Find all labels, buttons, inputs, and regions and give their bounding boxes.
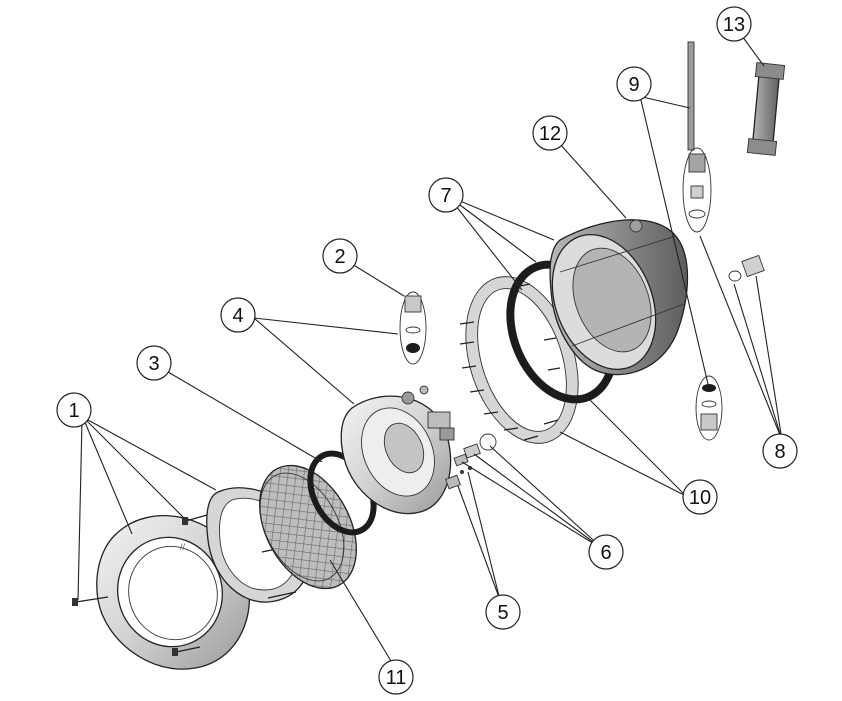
svg-text:12: 12: [539, 123, 561, 145]
callout-7: 7: [428, 177, 464, 213]
svg-text:7: 7: [440, 185, 451, 207]
callout-6: 6: [588, 534, 624, 570]
svg-text:1: 1: [68, 400, 79, 422]
svg-text:6: 6: [600, 542, 611, 564]
svg-text:5: 5: [497, 602, 508, 624]
callout-11: 11: [378, 659, 414, 695]
leader-lines: [77, 35, 783, 667]
svg-text:8: 8: [774, 441, 785, 463]
flange-screws: [459, 283, 561, 441]
mesh-lens: [259, 464, 357, 590]
callout-4: 4: [220, 297, 256, 333]
svg-text:9: 9: [628, 74, 639, 96]
reflector-housing: [340, 385, 455, 515]
callout-3: 3: [136, 345, 172, 381]
svg-text:3: 3: [148, 353, 159, 375]
svg-text:2: 2: [334, 246, 345, 268]
svg-text:11: 11: [386, 667, 407, 689]
callout-8: 8: [762, 433, 798, 469]
callout-5: 5: [485, 594, 521, 630]
small-clips: [445, 433, 497, 490]
lower-fitting-kit: [695, 375, 723, 441]
svg-text://: //: [180, 542, 186, 552]
callout-9: 9: [616, 66, 652, 102]
callout-2: 2: [322, 238, 358, 274]
callout-10: 10: [682, 479, 718, 515]
conduit-rod: [682, 41, 712, 233]
callout-1: 1: [56, 392, 92, 428]
callout-13: 13: [716, 6, 752, 42]
callouts: 1 2 3 4 5 6 7 8: [56, 6, 798, 695]
callout-12: 12: [532, 115, 568, 151]
niche-housing: [549, 219, 689, 376]
conduit-tube: [746, 62, 786, 156]
svg-text:13: 13: [723, 14, 745, 36]
side-fitting: [728, 254, 765, 282]
cable-gland-kit: [399, 291, 427, 365]
svg-text:10: 10: [689, 487, 711, 509]
svg-text:4: 4: [232, 305, 243, 327]
